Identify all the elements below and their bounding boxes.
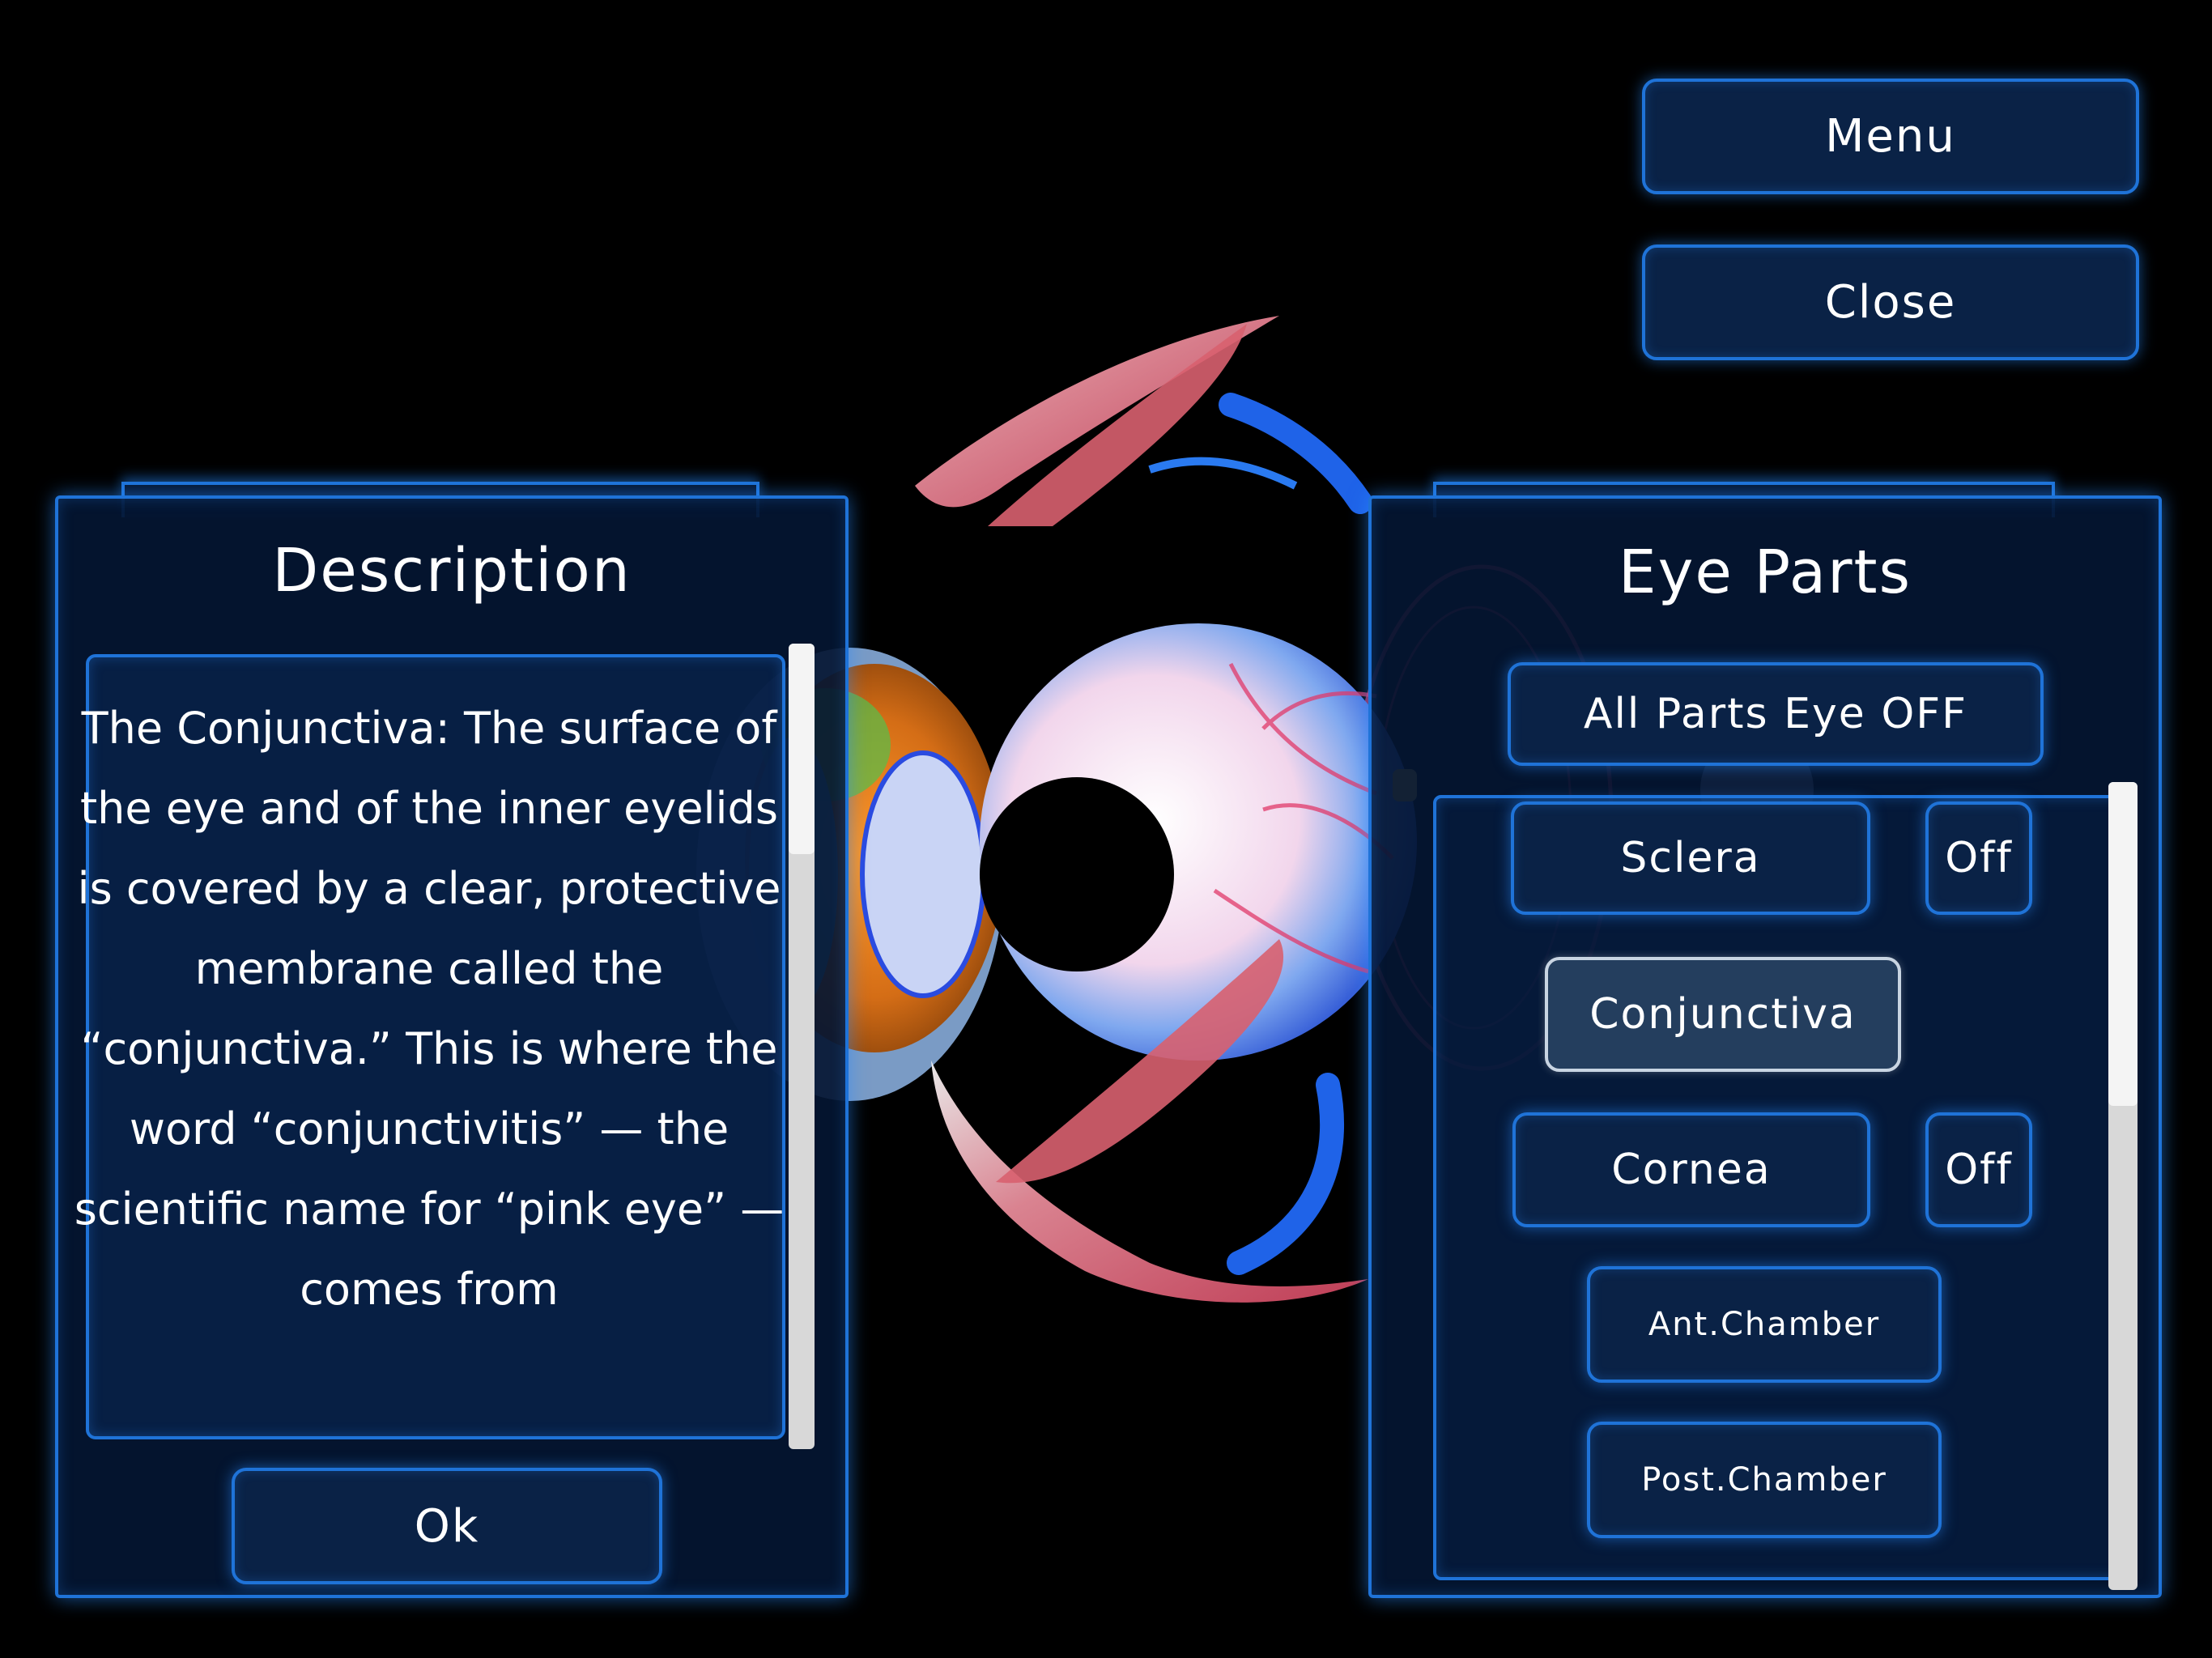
- toggle-sclera-off[interactable]: Off: [1925, 801, 2032, 915]
- all-parts-off-button[interactable]: All Parts Eye OFF: [1508, 662, 2044, 766]
- parts-scrollbar-thumb[interactable]: [2108, 782, 2138, 1106]
- part-label-ant-chamber: Ant.Chamber: [1648, 1306, 1881, 1343]
- part-button-post-chamber[interactable]: Post.Chamber: [1587, 1422, 1942, 1538]
- part-button-sclera[interactable]: Sclera: [1511, 801, 1870, 915]
- toggle-label-sclera: Off: [1945, 834, 2013, 882]
- description-text: The Conjunctiva: The surface of the eye …: [74, 703, 785, 1315]
- part-label-sclera: Sclera: [1620, 834, 1761, 882]
- lens-shape: [860, 750, 986, 998]
- superior-muscle-shape: [915, 316, 1279, 508]
- description-text-box: [86, 654, 785, 1439]
- part-label-cornea: Cornea: [1611, 1146, 1772, 1194]
- description-scrollbar[interactable]: [789, 644, 815, 1449]
- part-label-conjunctiva: Conjunctiva: [1589, 990, 1857, 1039]
- close-button-label: Close: [1824, 276, 1957, 329]
- description-scrollbar-thumb[interactable]: [789, 644, 815, 854]
- part-button-conjunctiva[interactable]: Conjunctiva: [1545, 957, 1901, 1072]
- part-label-post-chamber: Post.Chamber: [1641, 1461, 1887, 1499]
- ok-button[interactable]: Ok: [232, 1468, 662, 1584]
- ok-button-label: Ok: [414, 1499, 480, 1553]
- part-button-ant-chamber[interactable]: Ant.Chamber: [1587, 1266, 1942, 1383]
- description-title: Description: [272, 536, 632, 606]
- parts-scrollbar[interactable]: [2108, 782, 2138, 1590]
- eye-parts-title: Eye Parts: [1618, 538, 1912, 607]
- menu-button-label: Menu: [1825, 110, 1956, 163]
- all-parts-off-label: All Parts Eye OFF: [1583, 690, 1968, 738]
- menu-button[interactable]: Menu: [1642, 79, 2139, 194]
- part-button-cornea[interactable]: Cornea: [1512, 1112, 1870, 1227]
- toggle-label-cornea: Off: [1945, 1146, 2013, 1194]
- close-button[interactable]: Close: [1642, 244, 2139, 360]
- oblique-muscle-shape: [988, 324, 1247, 526]
- toggle-cornea-off[interactable]: Off: [1925, 1112, 2032, 1227]
